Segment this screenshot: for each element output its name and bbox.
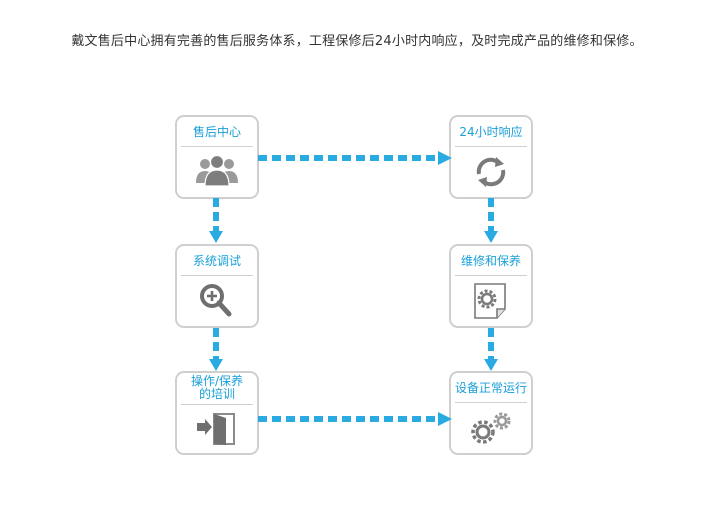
arrow-center-to-response [258, 151, 452, 165]
exit-door-icon [177, 410, 257, 448]
card-repair-maintenance: 维修和保养 [449, 244, 533, 328]
gears-icon [451, 410, 531, 446]
arrow-center-to-debugging [209, 198, 223, 243]
card-divider [455, 275, 527, 276]
card-operation-training: 操作/保养 的培训 [175, 371, 259, 455]
card-divider [455, 146, 527, 147]
card-divider [455, 402, 527, 403]
gear-document-icon [451, 281, 531, 321]
card-divider [181, 404, 253, 405]
refresh-icon [451, 153, 531, 191]
arrow-response-to-repair [484, 198, 498, 243]
card-divider [181, 146, 253, 147]
card-system-debugging: 系统调试 [175, 244, 259, 328]
intro-text: 戴文售后中心拥有完善的售后服务体系，工程保修后24小时内响应，及时完成产品的维修… [71, 34, 643, 49]
people-icon [177, 153, 257, 189]
card-24h-response: 24小时响应 [449, 115, 533, 199]
arrow-debugging-to-training [209, 328, 223, 371]
card-label: 设备正常运行 [454, 381, 527, 395]
arrow-training-to-running [258, 412, 452, 426]
card-label: 售后中心 [192, 125, 241, 139]
card-label: 24小时响应 [459, 125, 523, 139]
card-divider [181, 275, 253, 276]
arrow-repair-to-running [484, 328, 498, 371]
magnifier-icon [177, 282, 257, 320]
card-label: 操作/保养 的培训 [190, 374, 244, 401]
card-after-sales-center: 售后中心 [175, 115, 259, 199]
card-label: 系统调试 [192, 254, 241, 268]
card-equipment-running: 设备正常运行 [449, 371, 533, 455]
card-label: 维修和保养 [460, 254, 521, 268]
